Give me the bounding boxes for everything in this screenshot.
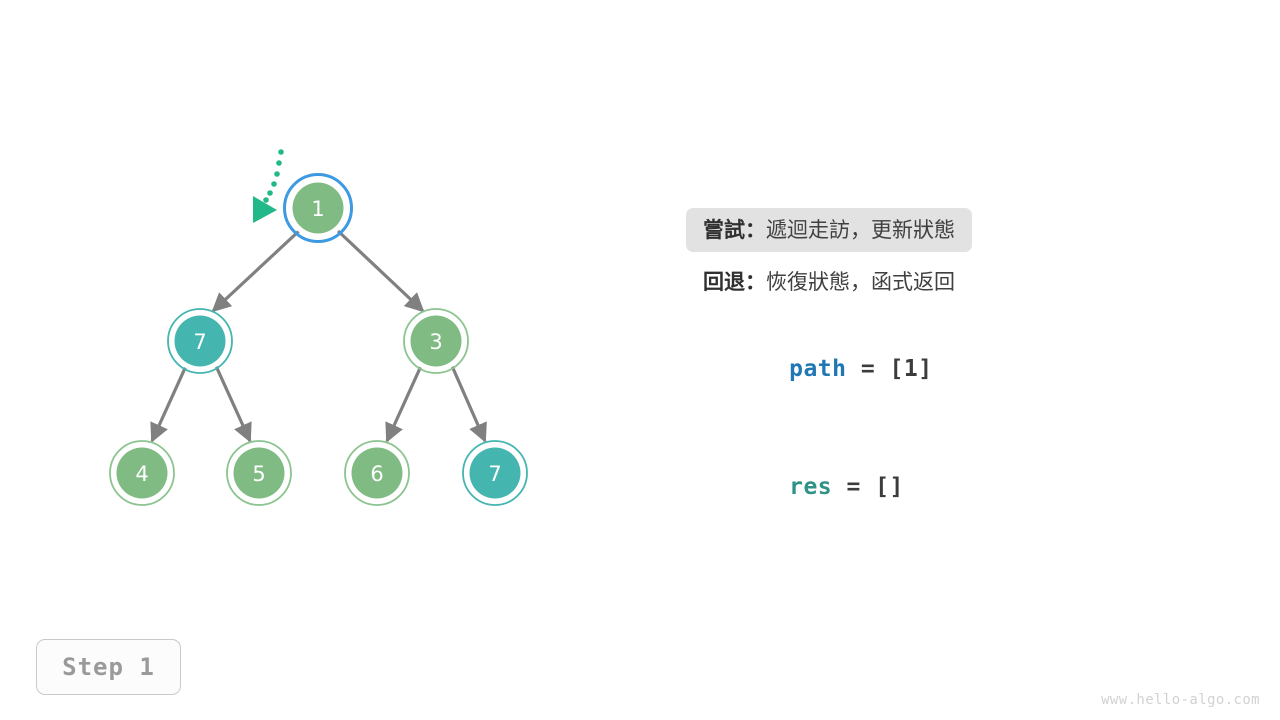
try-step-label: 嘗試：: [703, 217, 766, 242]
pointer-dot: [267, 190, 273, 196]
edge-3-to-7b: [450, 365, 487, 443]
node-label: 4: [135, 462, 148, 486]
tree-nodes: 1 7 3: [109, 173, 528, 506]
node-outer-ring: [226, 440, 292, 506]
node-circle: [292, 182, 344, 234]
path-variable-name: path: [789, 356, 847, 382]
tree-node-1[interactable]: 1: [283, 173, 353, 243]
backtrack-step-text: 恢復狀態，函式返回: [766, 269, 955, 294]
tree-node-4[interactable]: 4: [109, 440, 175, 506]
pointer-arrowhead: [253, 196, 277, 223]
step-badge: Step 1: [36, 639, 181, 695]
pointer-dot: [278, 149, 284, 155]
tree-edges: [150, 228, 487, 443]
tree-node-7-right[interactable]: 7: [462, 440, 528, 506]
try-step-text: 遞迴走訪，更新狀態: [766, 217, 955, 242]
path-variable-value: = [1]: [846, 356, 933, 382]
recursion-pointer: [253, 149, 284, 223]
edge-7-to-5: [214, 365, 252, 443]
edge-1-to-3: [335, 228, 425, 313]
node-outer-ring: [403, 308, 469, 374]
pointer-dot: [274, 171, 280, 177]
tree-svg: 1 7 3: [109, 149, 528, 506]
tree-node-6[interactable]: 6: [344, 440, 410, 506]
edge-1-to-7: [211, 228, 302, 313]
node-circle: [469, 447, 521, 499]
backtrack-step-label: 回退：: [703, 269, 766, 294]
node-highlight-ring: [283, 173, 353, 243]
node-outer-ring: [167, 308, 233, 374]
node-label: 3: [429, 330, 442, 354]
node-label: 7: [488, 462, 501, 486]
node-label: 7: [193, 330, 206, 354]
node-circle: [116, 447, 168, 499]
watermark: www.hello-algo.com: [1101, 692, 1260, 708]
node-outer-ring: [462, 440, 528, 506]
step-badge-label: Step 1: [62, 653, 155, 681]
node-circle: [351, 447, 403, 499]
node-circle: [233, 447, 285, 499]
pointer-dot: [271, 181, 277, 187]
node-circle: [174, 315, 226, 367]
backtrack-step-row: 回退：恢復狀態，函式返回: [686, 260, 972, 304]
node-outer-ring: [109, 440, 175, 506]
tree-node-5[interactable]: 5: [226, 440, 292, 506]
node-label: 5: [252, 462, 265, 486]
binary-tree-diagram: 1 7 3: [0, 0, 640, 600]
res-variable-name: res: [789, 474, 833, 500]
res-variable-value: = []: [832, 474, 904, 500]
pointer-dot: [276, 160, 282, 166]
node-outer-ring: [344, 440, 410, 506]
tree-node-7-left[interactable]: 7: [167, 308, 233, 374]
node-circle: [410, 315, 462, 367]
res-variable-line: res = []: [703, 448, 904, 526]
node-label: 1: [311, 197, 324, 221]
edge-3-to-6: [385, 365, 423, 443]
node-label: 6: [370, 462, 383, 486]
watermark-text: www.hello-algo.com: [1101, 692, 1260, 708]
tree-node-3[interactable]: 3: [403, 308, 469, 374]
try-step-row: 嘗試：遞迴走訪，更新狀態: [686, 208, 972, 252]
edge-7-to-4: [150, 365, 188, 443]
pointer-dot: [263, 197, 269, 203]
path-variable-line: path = [1]: [703, 330, 933, 408]
